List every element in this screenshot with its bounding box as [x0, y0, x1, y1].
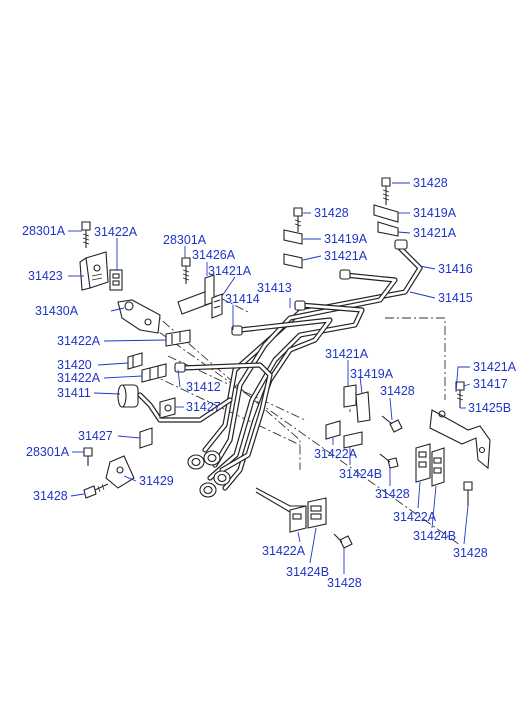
bracket-31429 — [105, 455, 135, 489]
callout-31419a-right: 31419A — [350, 367, 394, 381]
callout-31419a-top: 31419A — [413, 206, 457, 220]
callout-31421a-top: 31421A — [413, 226, 457, 240]
callout-31413: 31413 — [257, 281, 292, 295]
callout-31429: 31429 — [139, 474, 174, 488]
callout-31419a-upper: 31419A — [324, 232, 368, 246]
callout-31430a: 31430A — [35, 304, 79, 318]
bolt-28301a-mid — [181, 257, 191, 284]
callout-31421a-right: 31421A — [325, 347, 369, 361]
callout-31414: 31414 — [225, 292, 260, 306]
bolt-31417 — [455, 381, 465, 408]
callout-31427-upper: 31427 — [186, 400, 221, 414]
bolt-31428-center — [379, 453, 399, 469]
return-pipe — [137, 392, 233, 423]
bolt-28301a-left — [81, 221, 91, 248]
bracket-31426a — [177, 274, 215, 315]
clamp-31419a-upper — [283, 229, 303, 245]
clamp-31421a-right — [343, 384, 357, 408]
callout-31428-center: 31428 — [375, 487, 410, 501]
callout-31424b-bottom: 31424B — [286, 565, 329, 579]
callout-28301a-mid: 28301A — [163, 233, 207, 247]
clamp-31424b-bottom — [307, 497, 327, 529]
callout-31420: 31420 — [57, 358, 92, 372]
callout-31417: 31417 — [473, 377, 508, 391]
callout-31426a: 31426A — [192, 248, 236, 262]
injector-nut-3 — [199, 482, 217, 498]
clamp-31421a-upper-mid — [283, 253, 303, 269]
injector-nuts — [187, 450, 231, 498]
callout-31415: 31415 — [438, 291, 473, 305]
callout-31422a-bottom: 31422A — [262, 544, 306, 558]
callout-31428-right-low: 31428 — [453, 546, 488, 560]
callout-31422a-left-mid: 31422A — [57, 371, 101, 385]
callout-31421a-far-right: 31421A — [473, 360, 517, 374]
bolt-28301a-lower — [83, 447, 93, 466]
clamp-31422a-center — [325, 420, 341, 440]
bolt-31428-right-mid — [381, 415, 403, 433]
callout-31422a-upper-left: 31422A — [94, 225, 138, 239]
fuel-pipes — [137, 239, 423, 491]
injector-nut-1 — [187, 454, 205, 470]
callout-31428-bottom: 31428 — [327, 576, 362, 590]
callout-31412: 31412 — [186, 380, 221, 394]
brackets-and-clamps — [79, 204, 491, 533]
clamp-31424b-center — [343, 431, 363, 449]
bolt-31428-left — [83, 483, 109, 499]
callout-31422a-center: 31422A — [314, 447, 358, 461]
callout-28301a-lower: 28301A — [26, 445, 70, 459]
clamp-31419a-top — [373, 204, 399, 223]
callout-31428-upper: 31428 — [314, 206, 349, 220]
clamp-31422a-bottom — [289, 505, 307, 533]
clamp-31420 — [127, 352, 143, 370]
injector-nut-4 — [213, 470, 231, 486]
bracket-31425b — [429, 409, 491, 470]
clamp-31419a-right — [355, 391, 371, 423]
clamp-31421a-mid — [141, 363, 167, 383]
clamp-31421a-top — [377, 221, 399, 237]
callout-31425b: 31425B — [468, 401, 511, 415]
callout-31411: 31411 — [57, 386, 91, 400]
bolt-31428-top — [381, 177, 391, 205]
callout-28301a-left: 28301A — [22, 224, 66, 238]
bolts — [81, 177, 473, 549]
bracket-31430a — [117, 299, 161, 334]
callout-31428-right-mid: 31428 — [380, 384, 415, 398]
clamp-31421a-upper — [211, 293, 223, 319]
clamp-31424b-right — [431, 447, 445, 487]
callout-31421a-upper: 31421A — [208, 264, 252, 278]
injector-nut-2 — [203, 450, 221, 466]
callout-31428-left: 31428 — [33, 489, 68, 503]
callout-31422a-mid: 31422A — [57, 334, 101, 348]
bolt-31428-right-low — [463, 481, 473, 506]
callout-31424b-center: 31424B — [339, 467, 382, 481]
connector-31411 — [117, 384, 139, 408]
clamp-31422a-right — [415, 443, 431, 483]
clamp-31422a-upper-left — [109, 269, 123, 291]
callout-31428-top: 31428 — [413, 176, 448, 190]
clamp-31422a-mid — [165, 329, 191, 347]
bolt-31428-bottom — [333, 533, 353, 549]
callout-31424b-right: 31424B — [413, 529, 456, 543]
clamp-31427-upper — [159, 397, 176, 419]
callout-labels: 31428 31428 31419A 28301A 31422A 28301A … — [22, 176, 517, 590]
bracket-31423 — [79, 251, 109, 291]
callout-31427-lower: 31427 — [78, 429, 113, 443]
lower-bracket-rod — [255, 487, 305, 507]
callout-31422a-right: 31422A — [393, 510, 437, 524]
leader-lines — [68, 182, 471, 574]
clamp-31427-lower — [139, 427, 153, 449]
callout-31423: 31423 — [28, 269, 63, 283]
pipe-end-fittings — [174, 239, 408, 373]
injection-pipe-bundle — [179, 245, 423, 491]
callout-31416: 31416 — [438, 262, 473, 276]
callout-31421a-upper-mid: 31421A — [324, 249, 368, 263]
bolt-31428-upper — [293, 207, 303, 232]
